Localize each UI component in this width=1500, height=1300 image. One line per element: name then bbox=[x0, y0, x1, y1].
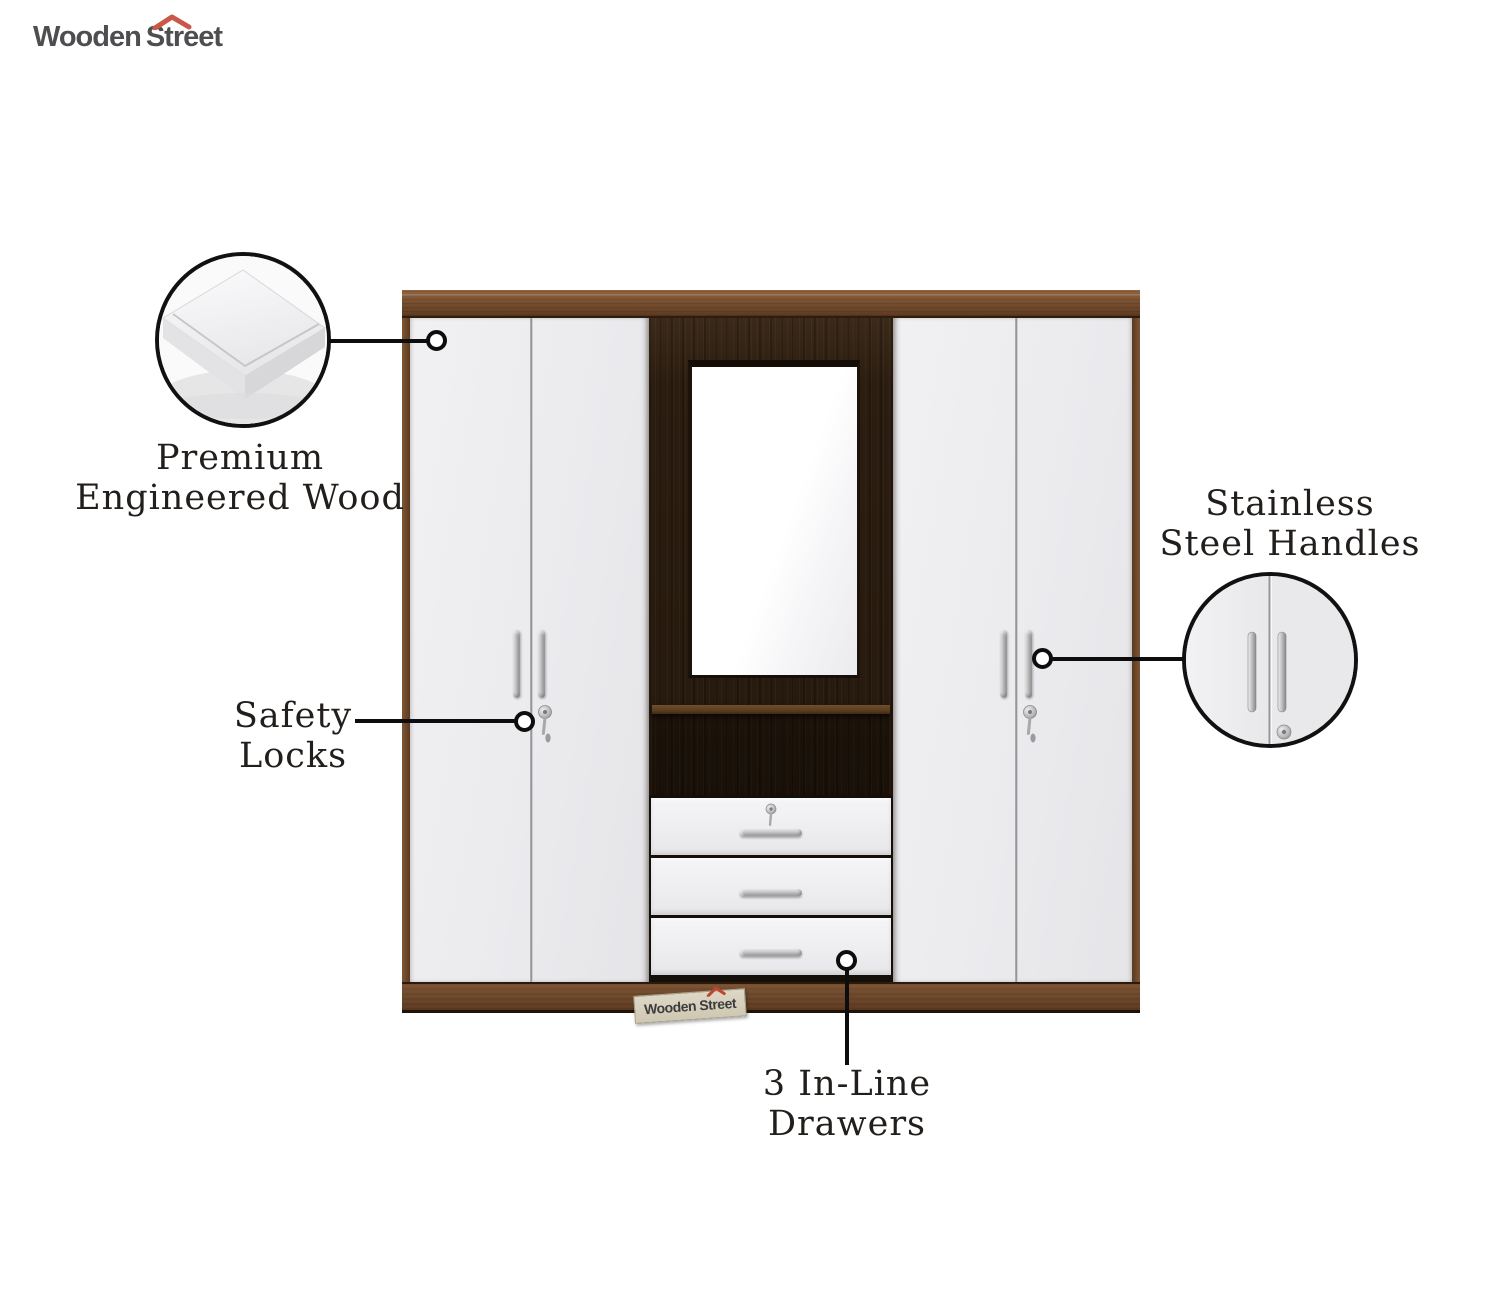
callout-line-drawers bbox=[845, 969, 849, 1065]
open-compartment bbox=[652, 714, 890, 795]
wardrobe-left-frame bbox=[402, 318, 410, 1013]
plaque-roof-icon bbox=[706, 986, 726, 997]
wardrobe-right-frame bbox=[1132, 318, 1140, 1013]
callout-label-steel-handles: Stainless Steel Handles bbox=[1130, 484, 1450, 564]
drawer-handle bbox=[740, 949, 802, 956]
drawer-lock-icon bbox=[765, 803, 777, 826]
callout-label-line: Stainless bbox=[1205, 484, 1375, 524]
door-handle bbox=[1025, 630, 1032, 698]
drawer-middle bbox=[651, 858, 891, 915]
safety-lock-icon bbox=[538, 705, 552, 743]
callout-line-safety bbox=[355, 719, 516, 723]
center-column bbox=[649, 318, 893, 982]
callout-label-line: Safety bbox=[233, 696, 353, 736]
door-handle bbox=[538, 630, 545, 698]
callout-line-handles bbox=[1051, 657, 1184, 661]
door-handle bbox=[1000, 630, 1007, 698]
premium-wood-detail-circle bbox=[155, 252, 331, 428]
wardrobe: Wooden Street bbox=[402, 290, 1140, 1024]
safety-lock-icon bbox=[1023, 705, 1037, 743]
drawer-handle bbox=[740, 829, 802, 836]
shelf bbox=[652, 705, 890, 714]
right-door-pair bbox=[893, 318, 1132, 982]
callout-label-line: 3 In-Line bbox=[762, 1064, 932, 1104]
handles-detail-circle bbox=[1182, 572, 1358, 748]
callout-line-premium bbox=[329, 339, 428, 343]
logo-roof-icon bbox=[152, 14, 192, 30]
door-handle bbox=[513, 630, 520, 698]
callout-marker-drawers bbox=[836, 950, 857, 971]
plinth bbox=[402, 982, 1140, 1013]
callout-label-line: Engineered Wood bbox=[75, 478, 405, 518]
callout-label-line: Locks bbox=[238, 736, 348, 776]
callout-marker-safety bbox=[514, 711, 535, 732]
door-gap bbox=[1015, 318, 1018, 982]
door-gap bbox=[530, 318, 533, 982]
wardrobe-top-panel bbox=[402, 290, 1140, 318]
callout-label-line: Steel Handles bbox=[1159, 524, 1421, 564]
left-door-pair bbox=[410, 318, 649, 982]
drawer-stack bbox=[649, 795, 893, 982]
drawer-top bbox=[651, 798, 891, 855]
callout-label-inline-drawers: 3 In-Line Drawers bbox=[697, 1064, 997, 1144]
drawer-handle bbox=[740, 889, 802, 896]
mirror bbox=[688, 360, 860, 678]
callout-marker-premium bbox=[426, 330, 447, 351]
callout-marker-handles bbox=[1032, 648, 1053, 669]
callout-label-line: Drawers bbox=[767, 1104, 927, 1144]
callout-label-line: Premium bbox=[155, 438, 325, 478]
plaque-text: Wooden Street bbox=[643, 994, 737, 1018]
logo-text-wooden: Wooden bbox=[33, 21, 142, 53]
callout-label-premium-wood: Premium Engineered Wood bbox=[40, 438, 440, 518]
callout-label-safety-locks: Safety Locks bbox=[173, 696, 413, 776]
brand-plaque: Wooden Street bbox=[633, 986, 747, 1024]
